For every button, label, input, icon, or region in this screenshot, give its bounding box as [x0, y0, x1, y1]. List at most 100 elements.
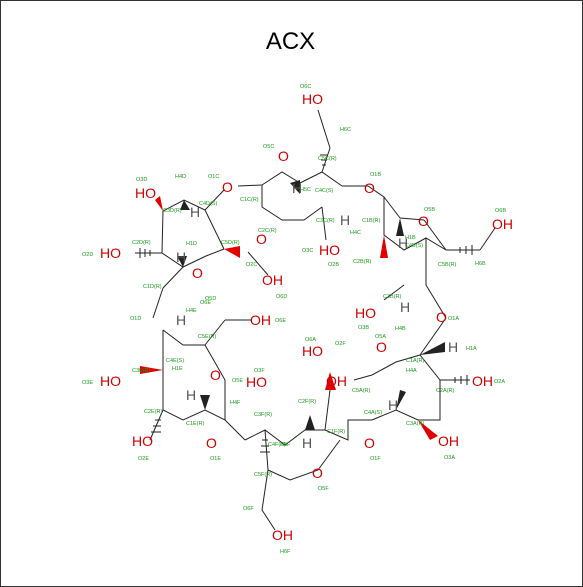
- atom-label: C1C(R): [240, 197, 259, 203]
- atom-label: C5C(R): [318, 156, 337, 162]
- ring-e-bond: [149, 409, 164, 441]
- atom-label: H4D: [175, 174, 186, 180]
- atom-label: H5C: [300, 187, 311, 193]
- atom-label: C5F(R): [254, 472, 272, 478]
- hydroxyl-label: OH: [326, 373, 347, 389]
- atom-label: H6C: [340, 127, 351, 133]
- atom-label: C2F(R): [298, 399, 316, 405]
- atom-label: C1E(R): [186, 421, 205, 427]
- atom-label: C2B(R): [353, 259, 372, 265]
- ring-oxygen: O: [364, 435, 375, 451]
- hydroxyl-label: HO: [135, 185, 156, 201]
- ring-oxygen: O: [206, 435, 217, 451]
- ring-b-bond: [367, 185, 447, 251]
- atom-label: O2B: [328, 262, 339, 268]
- atom-label: C3D(R): [163, 208, 182, 214]
- hydroxyl-label: HO: [132, 433, 153, 449]
- atom-label: C4F(S): [268, 442, 286, 448]
- atom-label: C5E(R): [198, 334, 217, 340]
- hydrogen-label: H: [448, 339, 458, 355]
- hydrogen-label: H: [302, 435, 312, 451]
- wedge-bond: [177, 256, 187, 267]
- atom-label: C1B(R): [362, 218, 381, 224]
- ring-c-bond: [321, 206, 327, 241]
- wedge-bond: [140, 366, 163, 374]
- atom-label: O6E: [275, 318, 286, 324]
- atom-label: C2C(R): [258, 228, 277, 234]
- wedge-bond: [418, 420, 438, 440]
- hydroxyl-label: OH: [492, 216, 513, 232]
- atom-label: H1A: [466, 346, 477, 352]
- hatch-bond: [260, 439, 270, 453]
- atom-label: O2C: [246, 262, 257, 268]
- atom-label: O2A: [494, 379, 505, 385]
- hatch-bond: [151, 419, 161, 433]
- wedge-bond: [420, 342, 445, 355]
- ring-b-bond: [383, 196, 401, 219]
- atom-label: C5A(R): [352, 388, 371, 394]
- hydroxyl-label: OH: [262, 272, 283, 288]
- link-d-c: [237, 184, 263, 187]
- atom-label: C3F(R): [254, 412, 272, 418]
- atom-label: O1A: [448, 316, 459, 322]
- atom-label: O1D: [130, 316, 141, 322]
- hydroxyl-label: HO: [355, 305, 376, 321]
- atom-label: O1C: [208, 174, 219, 180]
- wedge-bond: [325, 372, 336, 390]
- atom-label: O3D: [136, 177, 147, 183]
- hydrogen-label: H: [388, 397, 398, 413]
- hydroxyl-label: HO: [246, 374, 267, 390]
- hydroxyl-label: HO: [319, 242, 340, 258]
- atom-label: O6C: [300, 84, 311, 90]
- ring-oxygen: O: [436, 309, 447, 325]
- ring-oxygen: O: [418, 213, 429, 229]
- atom-label: C3E(R): [132, 368, 151, 374]
- ring-c-bond: [317, 109, 331, 149]
- atom-label: O1F: [370, 456, 381, 462]
- ring-a-bond: [353, 374, 373, 381]
- hydroxyl-label: OH: [272, 527, 293, 543]
- atom-label: O6F: [243, 506, 254, 512]
- atom-label: C2D(R): [132, 240, 151, 246]
- hydrogen-label: H: [398, 235, 408, 251]
- atom-label: O6E: [200, 300, 211, 306]
- link-b-a: [425, 284, 447, 319]
- atom-label: O1E: [210, 456, 221, 462]
- atom-label: H4E: [186, 308, 197, 314]
- ring-e-bond: [162, 329, 226, 421]
- hydrogen-label: H: [186, 387, 196, 403]
- atom-label: O5F: [318, 486, 329, 492]
- stereo-bonds: [139, 154, 473, 453]
- atom-label: O5C: [263, 144, 274, 150]
- ring-d-bond: [162, 266, 184, 289]
- hatch-bond: [139, 248, 151, 258]
- link-e-f: [224, 419, 246, 441]
- atom-label: O3C: [302, 248, 313, 254]
- ring-c-bond: [299, 171, 343, 187]
- ring-d-bond: [247, 251, 269, 276]
- atom-label: C3C(R): [316, 218, 335, 224]
- atom-label: H1B: [405, 235, 416, 241]
- hydrogen-label: H: [176, 249, 186, 265]
- atom-label: O6D: [276, 294, 287, 300]
- atom-label: C4C(S): [315, 188, 334, 194]
- atom-label: O5A: [375, 334, 386, 340]
- hydroxyl-label: OH: [472, 373, 493, 389]
- wedge-bond: [180, 200, 190, 210]
- atom-label: H4C: [350, 230, 361, 236]
- wedge-bond: [396, 218, 404, 236]
- hydrogen-label: H: [400, 299, 410, 315]
- atom-label: C3A(R): [406, 421, 425, 427]
- atom-label: O3A: [444, 455, 455, 461]
- hydroxyl-label: OH: [250, 312, 271, 328]
- atom-label: O6A: [305, 337, 316, 343]
- atom-label: C2A(R): [436, 388, 455, 394]
- hydrogen-label: H: [292, 180, 302, 196]
- atom-label: C4D(S): [199, 201, 218, 207]
- atom-label: C3B(R): [383, 294, 402, 300]
- atom-label: C4E(S): [166, 358, 184, 364]
- atom-label: H6B: [475, 261, 486, 267]
- atom-label: C2E(R): [144, 409, 163, 415]
